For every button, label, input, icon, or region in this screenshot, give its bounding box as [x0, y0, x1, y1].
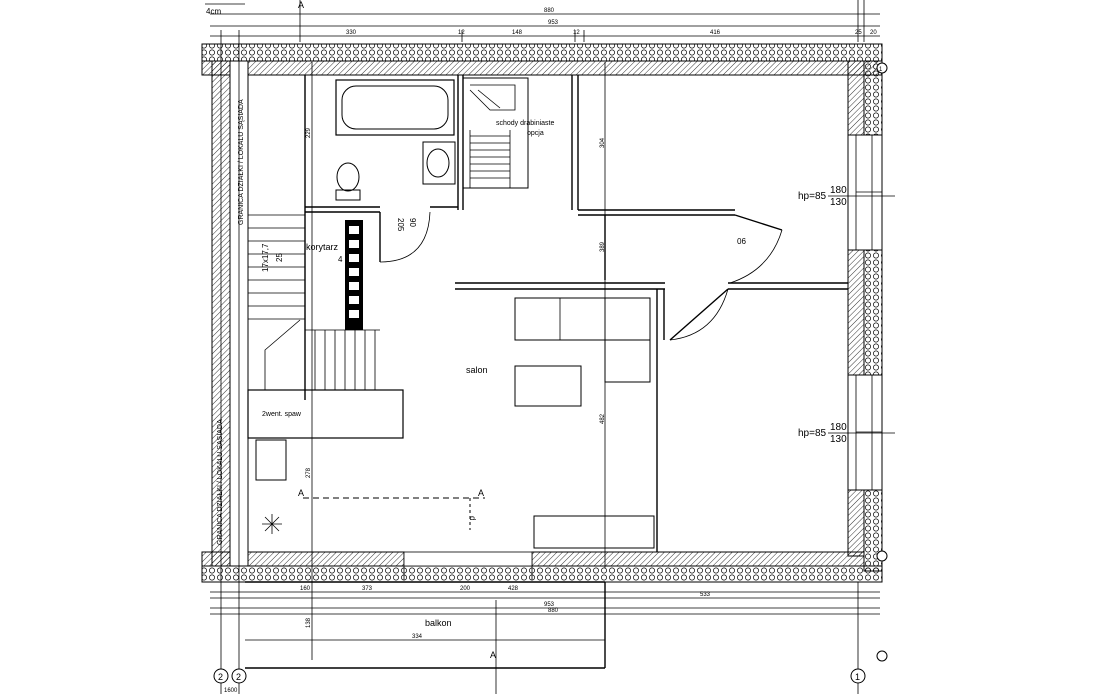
- axis-2a-label: 2: [218, 672, 223, 682]
- dim-bottom-balkon: 334: [412, 634, 423, 640]
- window-upper: [847, 134, 883, 251]
- dim-top-seg7: 20: [870, 30, 877, 36]
- interior-walls: [247, 75, 848, 552]
- balcony: [245, 551, 606, 669]
- axis-1-label: 1: [855, 672, 860, 682]
- sofa: [514, 297, 651, 383]
- stair-num-label: 25: [275, 253, 284, 262]
- dim-bottom-seg4: 428: [508, 586, 519, 592]
- dim-bottom-total: 880: [548, 608, 559, 614]
- section-a-left: A: [298, 488, 304, 498]
- dim-top-seg6: 25: [855, 30, 862, 36]
- window-upper-hp: hp=85: [798, 191, 827, 202]
- main-stairs: [248, 214, 380, 390]
- dim-vert-room-mid: 389: [600, 241, 606, 252]
- salon-label: salon: [466, 365, 488, 375]
- vent-label: 2went. spaw: [262, 411, 302, 418]
- door-205-label: 205: [396, 218, 405, 232]
- axis-1-top-label: 1: [879, 67, 883, 73]
- section-line: [303, 497, 485, 530]
- corridor-label: korytarz: [306, 242, 339, 252]
- dim-vert-room-lower: 482: [600, 413, 606, 424]
- tv-cabinet: [533, 515, 655, 549]
- upper-room-door: [729, 214, 783, 284]
- dim-bottom-seg1: 160: [300, 586, 311, 592]
- neighbor-label-lower: GRANICA DZIAŁKI / LOKALU SĄSIADA: [217, 419, 224, 545]
- door-room-label: 90: [737, 236, 746, 245]
- dim-bottom-seg2: 373: [362, 586, 373, 592]
- section-a-top: A: [298, 0, 304, 10]
- section-mark: d: [468, 516, 477, 520]
- bottom-dimensions: 160 373 200 428 533 953 880 334: [210, 582, 880, 694]
- dim-top-total: 880: [544, 8, 555, 14]
- dim-top-inner: 953: [548, 20, 559, 26]
- dim-top-seg4: 12: [573, 30, 580, 36]
- coffee-table: [514, 365, 582, 407]
- lower-room-door: [669, 288, 729, 341]
- dim-top-seg1: 330: [346, 30, 357, 36]
- stairs-sub-label: opcja: [527, 130, 544, 137]
- dim-vert-room-upper: 304: [600, 137, 606, 148]
- top-dimensions: 880 953 330 12 148 12 416 25 20 A 4cm: [205, 0, 880, 42]
- balkon-label: balkon: [425, 618, 452, 628]
- dim-vert-balkon: 138: [306, 617, 312, 628]
- sink: [255, 439, 287, 481]
- corridor-num: 4: [338, 255, 343, 264]
- door-90-label: 90: [408, 218, 417, 227]
- window-lower-hp: hp=85: [798, 428, 827, 439]
- bathroom-door: [379, 211, 431, 263]
- window-upper-height: 130: [830, 197, 847, 208]
- bathtub: [335, 79, 455, 136]
- section-a-bottom: A: [490, 650, 496, 660]
- stairs-label: schody drabiniaste: [496, 120, 554, 127]
- fan-icon: [262, 514, 282, 534]
- stair-dims-label: 17x17,7: [261, 243, 270, 272]
- window-lower-height: 130: [830, 434, 847, 445]
- axis-marker-1-bottom: [850, 668, 866, 684]
- dim-top-seg3: 148: [512, 30, 523, 36]
- corridor-stairs: [345, 220, 363, 330]
- axis-markers-2: [213, 668, 247, 684]
- toilet: [335, 162, 361, 201]
- neighbor-label-upper: GRANICA DZIAŁKI / LOKALU SĄSIADA: [238, 99, 245, 225]
- axis-marker-1-top: [876, 62, 888, 662]
- dim-bottom-inner: 953: [544, 602, 555, 608]
- window-lower: [847, 374, 883, 491]
- dim-top-seg2: 12: [458, 30, 465, 36]
- window-upper-width: 180: [830, 185, 847, 196]
- washbasin: [422, 141, 456, 185]
- attic-stairs: [469, 84, 516, 188]
- top-note: 4cm: [206, 7, 221, 16]
- dim-top-seg5: 416: [710, 30, 721, 36]
- window-lower-width: 180: [830, 422, 847, 433]
- dim-bottom-seg3: 200: [460, 586, 471, 592]
- dim-vert-upper: 229: [306, 127, 312, 138]
- section-a-right: A: [478, 488, 484, 498]
- dim-bottom-seg5: 533: [700, 592, 711, 598]
- axis-2b-label: 2: [236, 672, 241, 682]
- bottom-note: 1600: [224, 688, 238, 694]
- dim-vert-left-lower: 278: [306, 467, 312, 478]
